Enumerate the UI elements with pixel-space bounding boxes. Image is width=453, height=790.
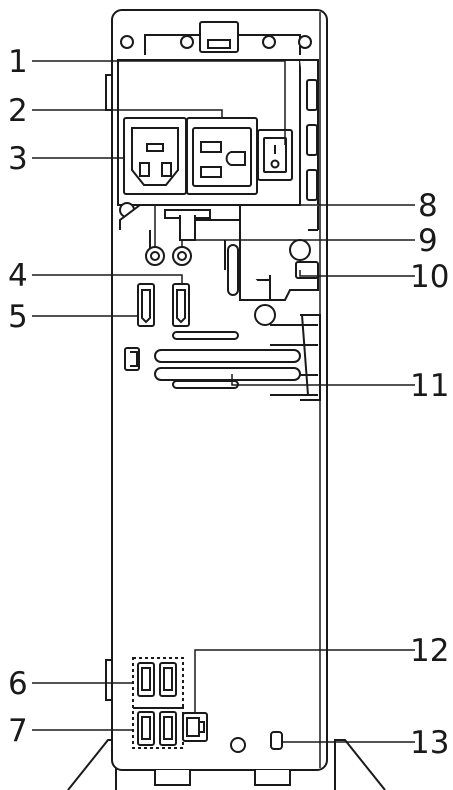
expansion-slots [154,314,321,401]
leader-line-10 [299,270,415,277]
callout-5: 5 [8,299,28,335]
top-handle [120,21,312,55]
callout-8: 8 [418,188,438,224]
ac-outlet [186,117,258,195]
cable-clip [124,347,140,371]
callout-13: 13 [410,725,449,761]
callout-labels: 1 2 3 4 5 6 7 8 9 10 11 12 13 [8,44,449,761]
leader-line-4 [32,274,183,284]
callout-3: 3 [8,141,28,177]
lan-port [182,712,208,742]
callout-4: 4 [8,258,28,294]
leader-line-2 [32,109,223,118]
callout-12: 12 [410,633,449,669]
leader-line-9 [181,239,415,247]
leader-line-8 [154,204,415,247]
displayports [137,283,190,327]
callout-7: 7 [8,713,28,749]
security-slot [270,731,283,750]
leader-line-12 [194,649,415,713]
callout-10: 10 [410,259,449,295]
callout-9: 9 [418,223,438,259]
leader-line-1 [32,60,286,145]
leader-line-11 [231,374,415,386]
callout-11: 11 [410,368,449,404]
callout-6: 6 [8,666,28,702]
ac-inlet [123,117,187,195]
usb-ports [132,657,184,749]
callout-1: 1 [8,44,28,80]
leader-lines [32,60,415,743]
power-switch [257,129,293,181]
callout-2: 2 [8,93,28,129]
